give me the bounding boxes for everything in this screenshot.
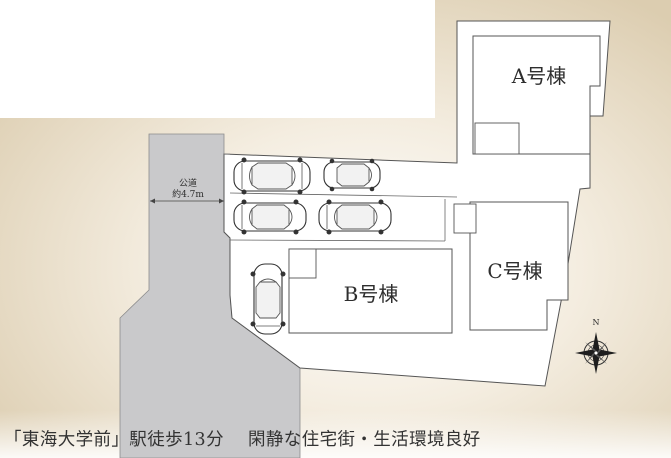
car-icon bbox=[323, 158, 381, 192]
road-label: 公道 bbox=[179, 177, 197, 189]
car-icon bbox=[233, 157, 311, 195]
car-icon bbox=[250, 263, 286, 335]
caption: 「東海大学前」駅徒歩13分 閑静な住宅街・生活環境良好 bbox=[4, 423, 669, 453]
driveway-line bbox=[229, 239, 446, 242]
road-width-label: 約4.7m bbox=[172, 188, 204, 200]
building-c bbox=[469, 201, 569, 331]
road-width-dimension bbox=[150, 198, 224, 204]
car-icon bbox=[233, 199, 307, 235]
building-c-label: C号棟 bbox=[487, 259, 542, 283]
building-b-label: B号棟 bbox=[344, 282, 399, 306]
compass-north-label: N bbox=[593, 318, 600, 327]
caption-station: 「東海大学前」駅徒歩13分 bbox=[4, 429, 224, 450]
caption-band bbox=[0, 410, 671, 458]
building-a-entrance bbox=[474, 122, 520, 155]
driveway-line bbox=[229, 192, 458, 198]
caption-tagline: 閑静な住宅街・生活環境良好 bbox=[247, 429, 481, 450]
building-a-label: A号棟 bbox=[511, 64, 566, 88]
building-b-entrance bbox=[288, 248, 317, 279]
top-left-blank bbox=[0, 0, 435, 118]
compass-icon bbox=[575, 332, 617, 374]
building-c-entrance bbox=[453, 203, 477, 234]
car-icon bbox=[318, 199, 392, 235]
